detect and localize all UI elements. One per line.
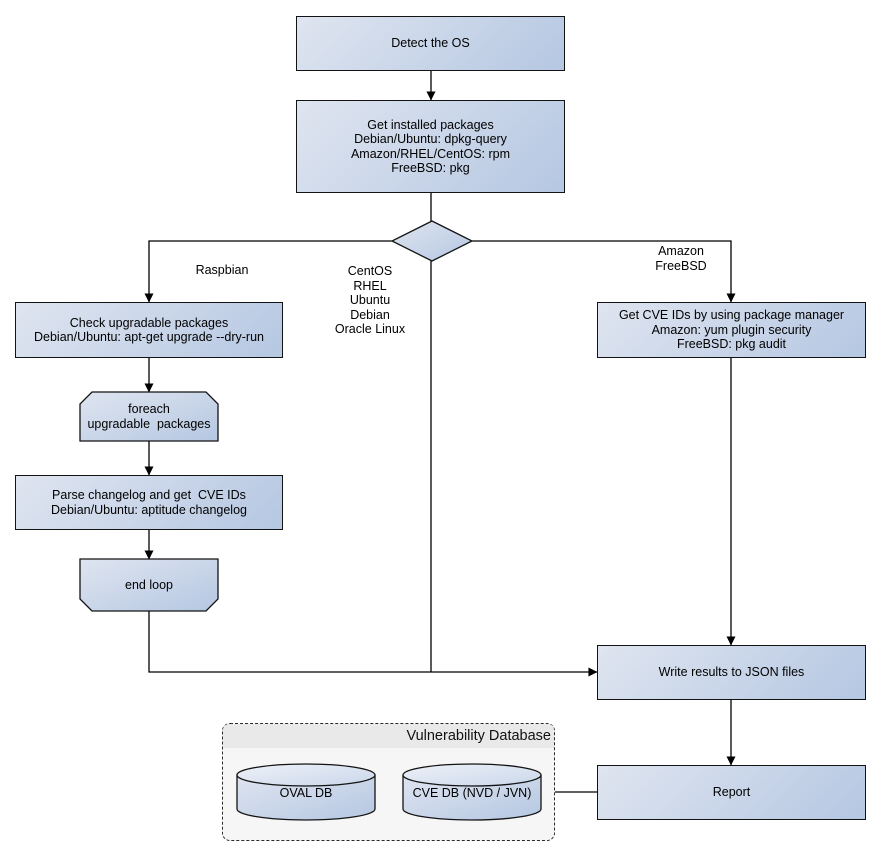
foreach-loop-shape: [79, 391, 219, 442]
os-decision-diamond: [390, 220, 474, 262]
node-detect-os: Detect the OS: [296, 16, 565, 71]
cve-db-cylinder: [402, 763, 542, 821]
edge-label-os-list: CentOS RHEL Ubuntu Debian Oracle Linux: [334, 264, 406, 336]
edge-endloop-to-write-results: [148, 611, 598, 677]
edge-diamond-to-get-cve: [472, 240, 736, 303]
node-get-installed-packages: Get installed packages Debian/Ubuntu: dp…: [296, 100, 565, 193]
end-loop-shape: [79, 558, 219, 612]
oval-db-cylinder: [236, 763, 376, 821]
node-write-results-json: Write results to JSON files: [597, 645, 866, 700]
vulnerability-database-title: Vulnerability Database: [223, 724, 554, 748]
node-report: Report: [597, 765, 866, 820]
node-get-cve-by-package-manager: Get CVE IDs by using package manager Ama…: [597, 302, 866, 358]
node-parse-changelog: Parse changelog and get CVE IDs Debian/U…: [15, 475, 283, 530]
node-check-upgradable-packages: Check upgradable packages Debian/Ubuntu:…: [15, 302, 283, 358]
edge-label-raspbian: Raspbian: [195, 263, 249, 277]
edge-diamond-to-check-upgradable: [144, 240, 392, 303]
edge-label-amazon-freebsd: Amazon FreeBSD: [655, 244, 707, 273]
